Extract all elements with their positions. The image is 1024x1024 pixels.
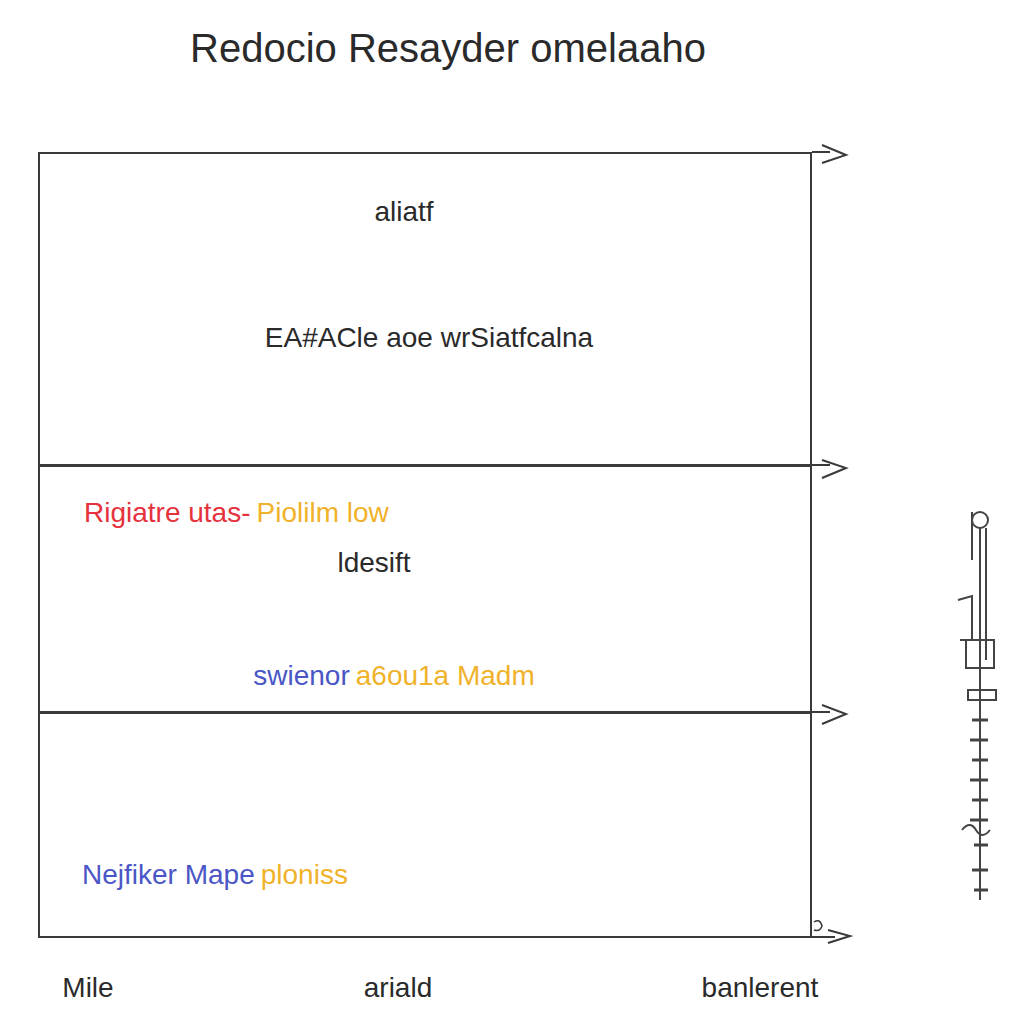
- tool-part: [966, 640, 994, 668]
- process-band: Nejfiker Mapeploniss: [38, 712, 812, 938]
- band-text: aliatf: [374, 196, 433, 228]
- tool-head: [972, 512, 988, 528]
- tool-part: [958, 596, 972, 640]
- band-text: Nejfiker Mape: [82, 859, 255, 891]
- right-arrows: [812, 145, 850, 943]
- arrow-line: [812, 151, 830, 153]
- tool-marks: [970, 720, 988, 890]
- arrow-line: [812, 711, 830, 713]
- text-row: swienora6ou1a Madm: [253, 660, 541, 692]
- axis-label: ariald: [364, 972, 432, 1004]
- axis-label: banlerent: [702, 972, 819, 1004]
- scribble: [814, 921, 822, 931]
- arrow-line: [812, 936, 835, 938]
- process-band: aliatfEA#ACle aoe wrSiatfcalna: [38, 152, 812, 466]
- band-text: swienor: [253, 660, 349, 692]
- arrow-head: [822, 460, 846, 478]
- tool-part: [968, 690, 996, 700]
- text-row: ldesift: [337, 547, 416, 579]
- band-text: Piolilm low: [257, 497, 389, 529]
- band-text: ldesift: [337, 547, 410, 579]
- band-text: a6ou1a Madm: [356, 660, 535, 692]
- text-row: EA#ACle aoe wrSiatfcalna: [265, 322, 599, 354]
- band-text: Rigiatre utas-: [84, 497, 251, 529]
- arrow-head: [822, 145, 846, 163]
- axis-label: Mile: [62, 972, 113, 1004]
- tool-part: [962, 825, 990, 835]
- band-text: EA#ACle aoe wrSiatfcalna: [265, 322, 593, 354]
- arrow-line: [812, 464, 830, 466]
- process-band: Rigiatre utas-Piolilm low ldesift swienora…: [38, 465, 812, 713]
- tool-illustration: [958, 512, 996, 900]
- arrow-head: [822, 705, 846, 724]
- text-row: Nejfiker Mapeploniss: [82, 859, 354, 891]
- tool-part: [971, 512, 973, 560]
- diagram-title: Redocio Resayder omelaaho: [190, 26, 706, 71]
- band-text: ploniss: [261, 859, 348, 891]
- text-row: Rigiatre utas-Piolilm low: [84, 497, 395, 529]
- arrow-head: [828, 930, 850, 943]
- text-row: aliatf: [374, 196, 439, 228]
